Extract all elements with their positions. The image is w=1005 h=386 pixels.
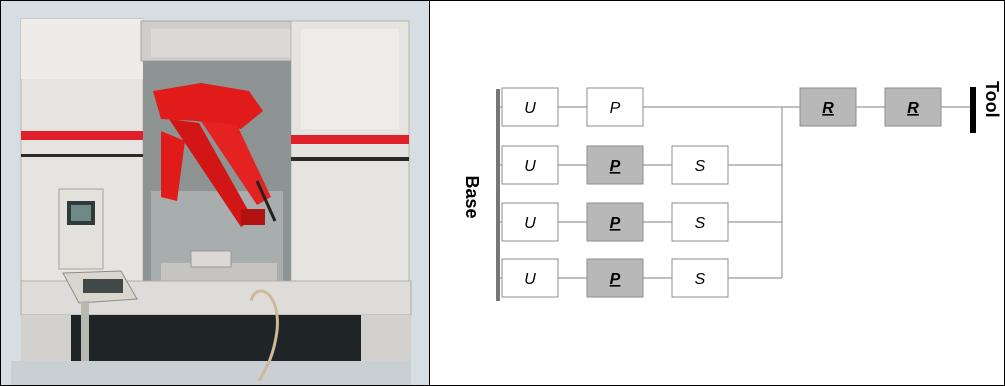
kinematic-diagram-svg: Base Tool U P U P S U P S U P S R R (462, 81, 1002, 301)
machine-illustration (1, 1, 429, 385)
joint-box (501, 258, 559, 298)
red-robot-arm (153, 83, 277, 227)
joint-box (586, 258, 644, 298)
machine-photo (1, 1, 429, 385)
joint-label: U (524, 215, 536, 232)
tool-bar (970, 87, 976, 133)
joint-label: U (524, 158, 536, 175)
joint-box (586, 145, 644, 185)
joint-label: U (524, 271, 536, 288)
panel-divider (429, 1, 430, 385)
joint-box (586, 202, 644, 242)
kinematic-diagram: Base Tool U P U P S U P S U P S R R (430, 1, 1004, 385)
joint-label: U (524, 100, 536, 117)
joint-box (671, 202, 729, 242)
tool-label: Tool (982, 81, 1002, 118)
joint-box (501, 202, 559, 242)
joint-box (501, 87, 559, 127)
joint-label: S (695, 271, 706, 288)
joint-label: P (610, 100, 621, 117)
red-stripe-right (291, 135, 409, 144)
joint-box (884, 87, 942, 127)
joint-label: P (610, 158, 621, 175)
joint-label: P (610, 215, 621, 232)
diagram-elements: U P U P S U P S U P S R R (500, 87, 970, 298)
red-stripe-left (21, 131, 143, 140)
joint-label: P (610, 271, 621, 288)
work-table (161, 263, 277, 281)
joint-label: S (695, 215, 706, 232)
joint-box (671, 258, 729, 298)
joint-label: R (907, 100, 919, 117)
joint-box (501, 145, 559, 185)
joint-label: R (822, 100, 834, 117)
base-label: Base (462, 175, 482, 218)
joint-box (671, 145, 729, 185)
base-bar (496, 89, 500, 301)
joint-label: S (695, 158, 706, 175)
joint-box (799, 87, 857, 127)
